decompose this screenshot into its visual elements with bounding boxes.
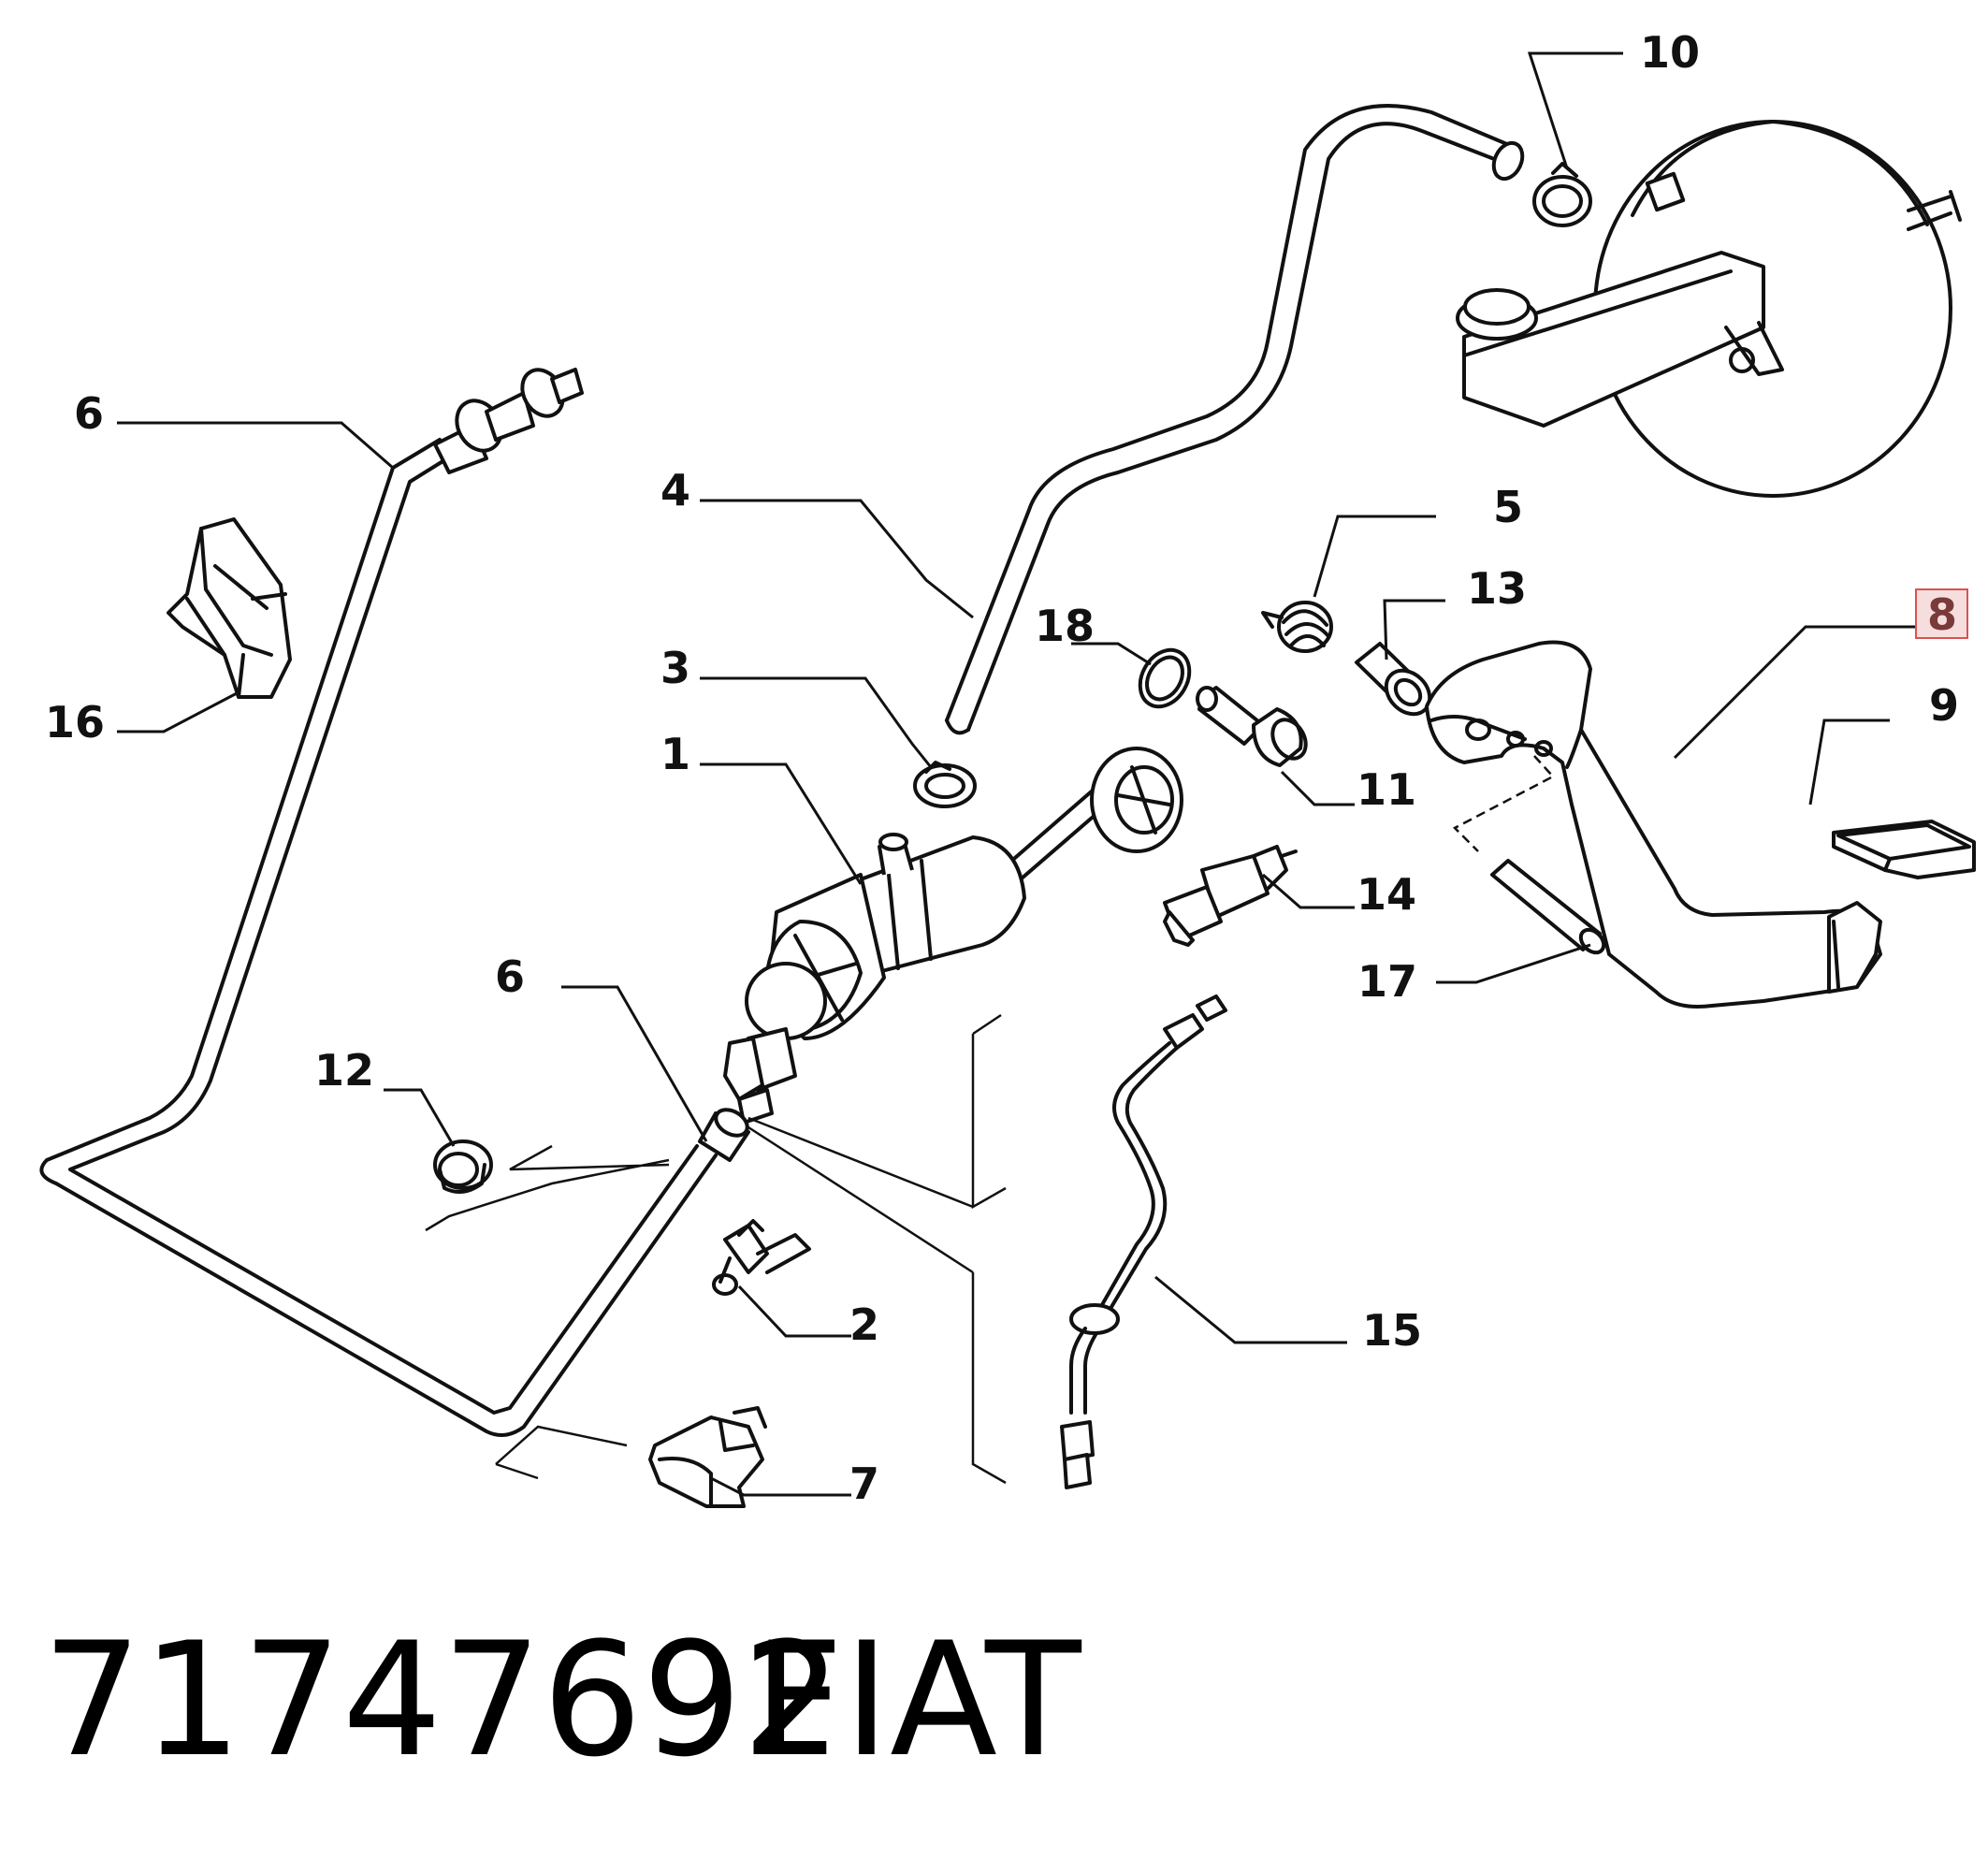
- pedal-bushing: [1355, 642, 1432, 717]
- callout-18: 18: [1035, 601, 1095, 651]
- callout-15: 15: [1362, 1305, 1422, 1356]
- pipe-clip: [167, 517, 292, 699]
- callout-1: 1: [660, 729, 690, 779]
- leader-lines: [117, 51, 1918, 1497]
- wiring-harness: [1060, 994, 1227, 1489]
- callout-11: 11: [1357, 764, 1416, 815]
- clutch-pipe-long: [39, 368, 750, 1437]
- grommet: [433, 1139, 493, 1194]
- part-number: 71747692: [42, 1608, 842, 1792]
- callout-16: 16: [45, 697, 105, 748]
- brake-booster: [1456, 120, 1962, 498]
- callout-2: 2: [849, 1299, 879, 1350]
- hose-clamp-top: [1532, 162, 1592, 227]
- pedal-return-spring: [1261, 601, 1333, 653]
- callout-17: 17: [1357, 956, 1417, 1007]
- vacuum-hose: [945, 104, 1525, 735]
- callout-12: 12: [314, 1045, 374, 1096]
- callout-7: 7: [849, 1459, 879, 1509]
- callout-9: 9: [1929, 680, 1959, 731]
- callout-3: 3: [660, 643, 690, 693]
- callout-13: 13: [1467, 563, 1527, 614]
- retaining-ring: [1138, 647, 1192, 709]
- callout-8: 8: [1927, 589, 1957, 640]
- pivot-pin: [1196, 686, 1308, 767]
- callout-4: 4: [660, 465, 690, 515]
- clutch-master-cylinder: [723, 747, 1183, 1125]
- callout-8-highlight-box: [1915, 588, 1968, 639]
- hose-clamp: [913, 761, 977, 808]
- callout-6-upper: 6: [74, 388, 104, 439]
- callout-14: 14: [1357, 869, 1416, 920]
- pipe-connector-clip: [712, 1219, 811, 1296]
- callout-labels: 1 2 3 4 5 6 6 7 8 9 10 11 12 13 14 15 16…: [45, 27, 1968, 1509]
- callout-6-lower: 6: [495, 951, 525, 1002]
- clutch-pedal-arm: [1425, 640, 1882, 1009]
- callout-5: 5: [1493, 482, 1523, 532]
- pipe-holder-bracket: [648, 1406, 767, 1508]
- clutch-pedal-switch: [1163, 845, 1298, 947]
- assembly-reference-lines: [425, 1013, 1007, 1485]
- pedal-pad: [1832, 820, 1976, 879]
- callout-10: 10: [1640, 27, 1700, 78]
- footer: 71747692 FIAT: [42, 1608, 1082, 1792]
- brand-name: FIAT: [753, 1608, 1082, 1792]
